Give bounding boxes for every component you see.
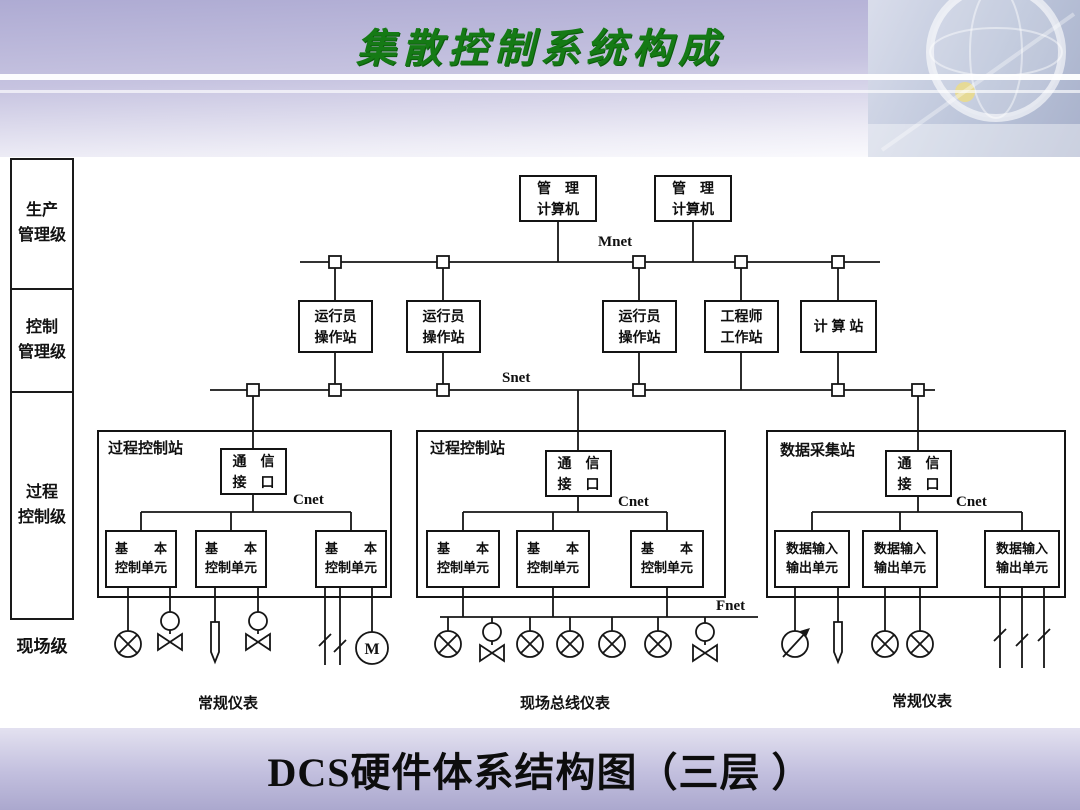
motor-label: M <box>364 641 379 658</box>
level-process-control: 过程 控制级 <box>17 483 66 526</box>
station1-title: 过程控制站 <box>108 440 184 457</box>
slide-caption: DCS硬件体系结构图（三层 ） <box>267 750 813 795</box>
level-field: 现场级 <box>16 637 68 656</box>
caption-conventional-instruments-1: 常规仪表 <box>197 695 258 712</box>
control-valve-icon <box>479 622 505 663</box>
transmitter-icon <box>644 630 672 658</box>
computing-station: 计 算 站 <box>800 300 877 353</box>
snet-up-drops <box>334 353 839 390</box>
operator-station-1: 运行员 操作站 <box>298 300 373 353</box>
field-group-3 <box>781 588 1051 668</box>
adjustable-valve-icon <box>781 628 810 658</box>
field-group-2 <box>434 588 758 663</box>
station2-basic-unit-1: 基 本 控制单元 <box>426 530 500 588</box>
caption-conventional-instruments-2: 常规仪表 <box>891 693 952 710</box>
caption-fieldbus-instruments: 现场总线仪表 <box>519 695 610 712</box>
level-production-management: 生产 管理级 <box>12 160 72 290</box>
cable-icon <box>993 588 1051 668</box>
mnet-station-drops <box>334 262 839 300</box>
transmitter-icon <box>598 630 626 658</box>
mnet-label: Mnet <box>598 234 633 250</box>
cable-icon <box>318 588 347 665</box>
level-control-management: 控制 管理级 <box>12 290 72 393</box>
motor-icon: M <box>355 631 389 665</box>
transmitter-icon <box>434 630 462 658</box>
transmitter-icon <box>516 630 544 658</box>
station3-cnet-label: Cnet <box>956 494 987 510</box>
station3-title: 数据采集站 <box>780 442 856 459</box>
station3-io-unit-2: 数据输入 输出单元 <box>862 530 938 588</box>
station1-cnet-label: Cnet <box>293 492 324 508</box>
slide-header: 集散控制系统构成 <box>0 0 1080 157</box>
station2-cnet-label: Cnet <box>618 494 649 510</box>
transmitter-icon <box>556 630 584 658</box>
fnet-label: Fnet <box>716 598 746 614</box>
station1-basic-unit-2: 基 本 控制单元 <box>195 530 267 588</box>
operator-station-3: 运行员 操作站 <box>602 300 677 353</box>
header-divider-thin <box>0 90 1080 93</box>
thermowell-icon <box>210 621 220 665</box>
field-group-1: M <box>114 588 389 665</box>
transmitter-icon <box>906 630 934 658</box>
station2-basic-unit-3: 基 本 控制单元 <box>630 530 704 588</box>
thermowell-icon <box>833 621 843 665</box>
slide-footer: DCS硬件体系结构图（三层 ） <box>0 728 1080 810</box>
station2-title: 过程控制站 <box>430 440 506 457</box>
snet-node-squares <box>246 383 925 397</box>
level-column: 生产 管理级 控制 管理级 过程 控制级 <box>10 158 74 620</box>
control-valve-icon <box>157 611 183 652</box>
mnet-node-squares <box>328 255 845 269</box>
station1-basic-unit-1: 基 本 控制单元 <box>105 530 177 588</box>
transmitter-icon <box>871 630 899 658</box>
mnet-network <box>300 222 880 300</box>
snet-label: Snet <box>502 370 531 386</box>
operator-station-2: 运行员 操作站 <box>406 300 481 353</box>
fnet-device-drops <box>447 617 706 631</box>
station2-basic-unit-2: 基 本 控制单元 <box>516 530 590 588</box>
management-computer-1: 管 理 计算机 <box>519 175 597 222</box>
control-valve-icon <box>692 622 718 663</box>
station3-io-unit-1: 数据输入 输出单元 <box>774 530 850 588</box>
station1-comm-interface: 通 信 接 口 <box>220 448 287 495</box>
management-computer-2: 管 理 计算机 <box>654 175 732 222</box>
header-divider <box>0 74 1080 80</box>
station1-basic-unit-3: 基 本 控制单元 <box>315 530 387 588</box>
slide-title: 集散控制系统构成 <box>356 25 724 72</box>
control-valve-icon <box>245 611 271 652</box>
transmitter-icon <box>114 630 142 658</box>
station2-comm-interface: 通 信 接 口 <box>545 450 612 497</box>
engineer-workstation: 工程师 工作站 <box>704 300 779 353</box>
station3-io-unit-3: 数据输入 输出单元 <box>984 530 1060 588</box>
station3-comm-interface: 通 信 接 口 <box>885 450 952 497</box>
